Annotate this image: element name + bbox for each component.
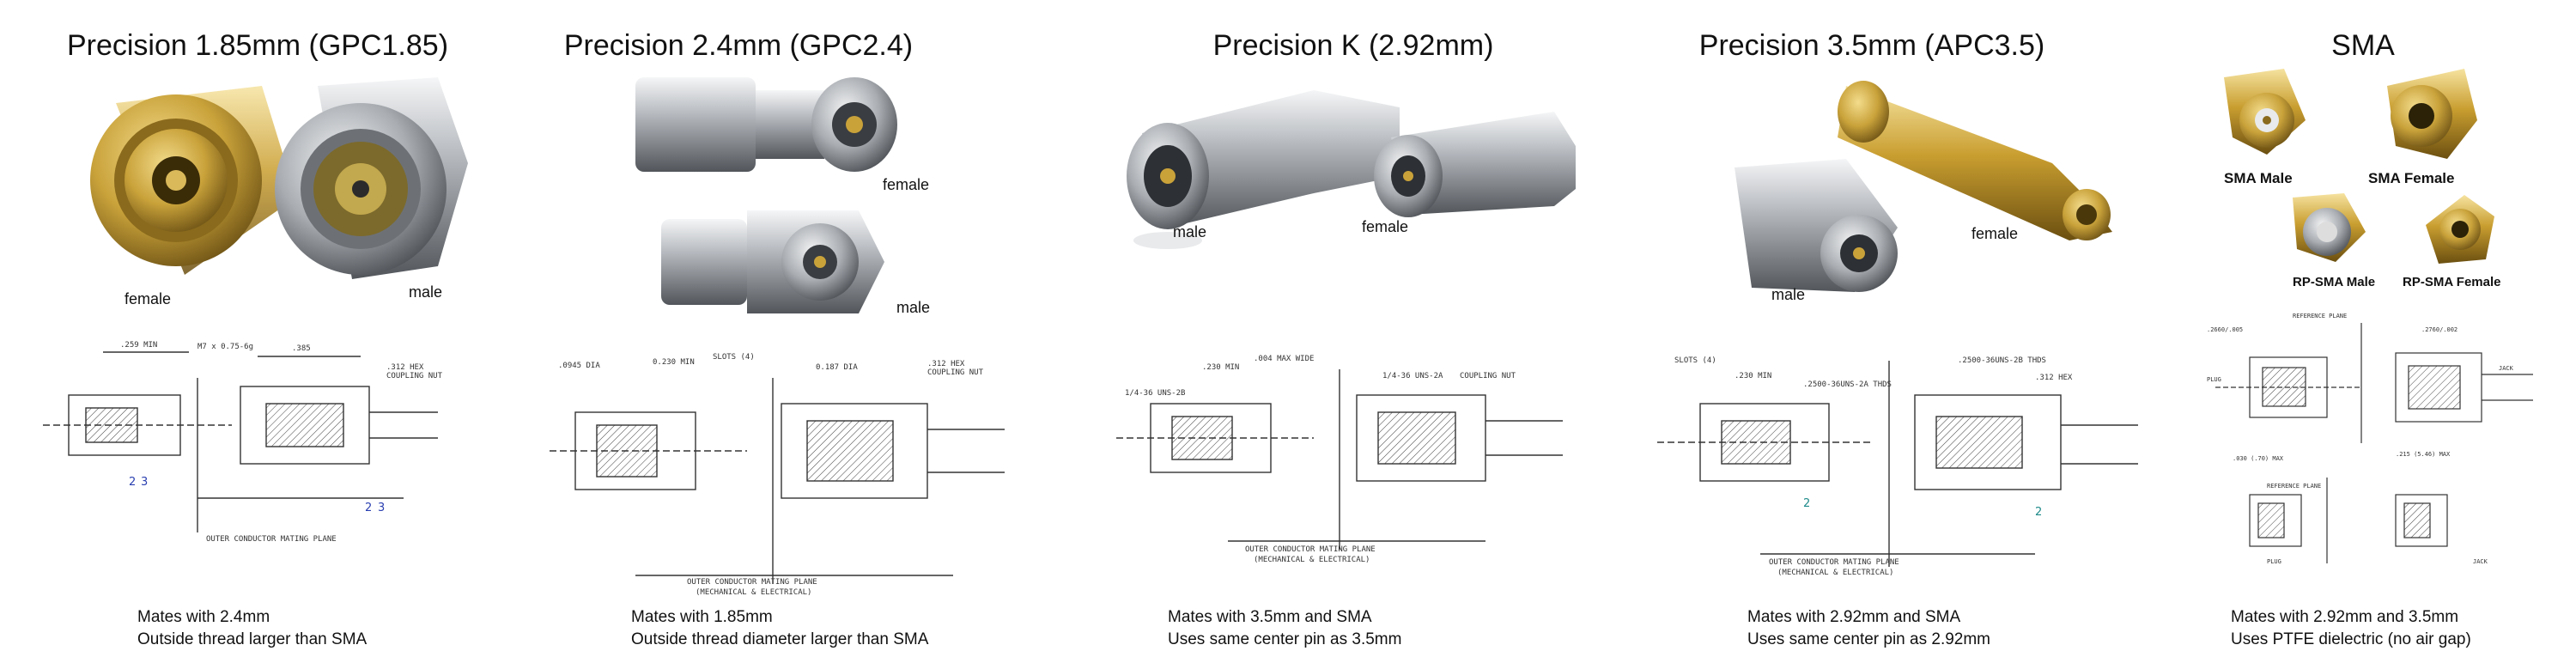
svg-text:.004 MAX WIDE: .004 MAX WIDE <box>1254 355 1314 363</box>
svg-text:2: 2 <box>1803 497 1810 510</box>
svg-text:.230 MIN: .230 MIN <box>1735 372 1771 380</box>
steel-connector-icon <box>1357 94 1580 232</box>
svg-text:1/4-36 UNS-2B: 1/4-36 UNS-2B <box>1125 389 1185 398</box>
svg-text:2: 2 <box>129 476 136 489</box>
svg-text:COUPLING NUT: COUPLING NUT <box>386 372 443 380</box>
connector-caption: Mates with 2.92mm and 3.5mm Uses PTFE di… <box>2231 606 2471 651</box>
connector-column-2-4mm: Precision 2.4mm (GPC2.4) female male <box>524 0 1056 648</box>
svg-text:.230 MIN: .230 MIN <box>1202 363 1239 372</box>
photo-label-female: female <box>125 290 172 307</box>
svg-text:JACK: JACK <box>2499 365 2514 372</box>
technical-drawing-icon: .0945 DIA 0.230 MIN SLOTS (4) 0.187 DIA … <box>524 326 1056 601</box>
svg-text:.2760/.002: .2760/.002 <box>2421 326 2458 333</box>
gold-connector-icon <box>2215 60 2310 163</box>
caption-line-2: Uses same center pin as 2.92mm <box>1747 630 1991 648</box>
svg-text:.0945 DIA: .0945 DIA <box>558 362 600 370</box>
caption-line-1: Mates with 2.4mm <box>137 608 270 626</box>
svg-text:OUTER CONDUCTOR MATING PLANE: OUTER CONDUCTOR MATING PLANE <box>1245 545 1376 554</box>
steel-connector-icon <box>627 60 902 189</box>
photo-label-female: female <box>1362 218 1409 235</box>
svg-text:(MECHANICAL & ELECTRICAL): (MECHANICAL & ELECTRICAL) <box>1254 556 1370 564</box>
caption-line-1: Mates with 1.85mm <box>631 608 773 626</box>
svg-text:.312 HEX: .312 HEX <box>386 363 424 372</box>
connector-title: Precision 2.4mm (GPC2.4) <box>563 29 914 62</box>
steel-connector-icon <box>266 69 472 292</box>
photo-label-male: male <box>1771 286 1806 303</box>
svg-text:OUTER CONDUCTOR MATING PLANE: OUTER CONDUCTOR MATING PLANE <box>1769 558 1899 567</box>
photo-label-male: male <box>1173 223 1207 240</box>
gold-connector-icon <box>1829 60 2121 240</box>
connector-column-3-5mm: Precision 3.5mm (APC3.5) female male <box>1631 0 2164 648</box>
connector-caption: Mates with 3.5mm and SMA Uses same cente… <box>1168 606 1401 651</box>
svg-text:.030 (.70) MAX: .030 (.70) MAX <box>2233 455 2284 462</box>
svg-text:M7 x 0.75-6g: M7 x 0.75-6g <box>197 343 253 351</box>
caption-line-2: Uses PTFE dielectric (no air gap) <box>2231 630 2471 648</box>
caption-line-1: Mates with 2.92mm and 3.5mm <box>2231 608 2459 626</box>
technical-drawing-icon: REFERENCE PLANE .2660/.005 .2760/.002 PL… <box>2198 306 2559 589</box>
gold-connector-icon <box>2413 191 2499 268</box>
steel-connector-icon <box>1116 73 1408 253</box>
svg-text:.2500-36UNS-2A THDS: .2500-36UNS-2A THDS <box>1803 380 1892 389</box>
svg-text:PLUG: PLUG <box>2207 376 2221 383</box>
svg-text:JACK: JACK <box>2473 558 2488 565</box>
steel-connector-icon <box>1717 150 1906 296</box>
connector-title: Precision 3.5mm (APC3.5) <box>1698 29 2045 62</box>
connector-caption: Mates with 2.4mm Outside thread larger t… <box>137 606 367 651</box>
photo-label-male: male <box>409 283 443 301</box>
gold-connector-icon <box>2284 189 2370 266</box>
caption-line-2: Outside thread larger than SMA <box>137 630 368 648</box>
caption-line-2: Uses same center pin as 3.5mm <box>1168 630 1402 648</box>
connector-caption: Mates with 2.92mm and SMA Uses same cent… <box>1747 606 1990 651</box>
photo-label-sma-male: SMA Male <box>2224 170 2293 186</box>
svg-text:(MECHANICAL & ELECTRICAL): (MECHANICAL & ELECTRICAL) <box>1777 569 1893 577</box>
svg-text:2: 2 <box>2035 506 2042 519</box>
photo-label-rp-sma-female: RP-SMA Female <box>2403 275 2501 289</box>
svg-text:0.187 DIA: 0.187 DIA <box>816 363 858 372</box>
svg-text:REFERENCE PLANE: REFERENCE PLANE <box>2267 483 2321 490</box>
svg-text:OUTER CONDUCTOR MATING PLANE: OUTER CONDUCTOR MATING PLANE <box>206 535 337 544</box>
steel-connector-icon <box>653 198 910 326</box>
photo-label-sma-female: SMA Female <box>2368 170 2455 186</box>
caption-line-1: Mates with 3.5mm and SMA <box>1168 608 1372 626</box>
connector-title: SMA <box>2331 29 2395 62</box>
svg-text:(MECHANICAL & ELECTRICAL): (MECHANICAL & ELECTRICAL) <box>696 588 811 597</box>
photo-label-female: female <box>1971 225 2019 242</box>
connector-caption: Mates with 1.85mm Outside thread diamete… <box>631 606 928 651</box>
photo-label-female: female <box>883 176 930 193</box>
svg-text:.2660/.005: .2660/.005 <box>2207 326 2243 333</box>
svg-text:SLOTS (4): SLOTS (4) <box>1674 356 1716 365</box>
connector-column-1-85mm: Precision 1.85mm (GPC1.85) female male <box>34 0 481 648</box>
svg-text:.385: .385 <box>292 344 311 353</box>
svg-text:.312 HEX: .312 HEX <box>2035 374 2073 382</box>
connector-column-2-92mm: Precision K (2.92mm) male female <box>1099 0 1614 648</box>
technical-drawing-icon: .259 MIN M7 x 0.75-6g .385 .312 HEX COUP… <box>34 326 481 550</box>
gold-connector-icon <box>82 69 305 292</box>
technical-drawing-icon: 1/4-36 UNS-2B .230 MIN .004 MAX WIDE 1/4… <box>1099 326 1614 584</box>
technical-drawing-icon: SLOTS (4) .230 MIN .2500-36UNS-2A THDS .… <box>1631 326 2164 584</box>
gold-connector-icon <box>2370 60 2482 163</box>
svg-text:OUTER CONDUCTOR MATING PLANE: OUTER CONDUCTOR MATING PLANE <box>687 578 817 587</box>
svg-text:REFERENCE PLANE: REFERENCE PLANE <box>2293 313 2347 319</box>
svg-text:.2500-36UNS-2B THDS: .2500-36UNS-2B THDS <box>1958 356 2046 365</box>
connector-title: Precision 1.85mm (GPC1.85) <box>66 29 449 62</box>
svg-text:COUPLING NUT: COUPLING NUT <box>927 368 984 377</box>
svg-text:SLOTS (4): SLOTS (4) <box>713 353 755 362</box>
svg-text:3: 3 <box>378 502 385 514</box>
svg-text:3: 3 <box>141 476 148 489</box>
svg-text:COUPLING NUT: COUPLING NUT <box>1460 372 1516 380</box>
svg-text:2: 2 <box>365 502 372 514</box>
svg-text:.259 MIN: .259 MIN <box>120 341 157 350</box>
connector-column-sma: SMA SMA Male SMA Female RP-SMA Male R <box>2198 0 2559 648</box>
caption-line-2: Outside thread diameter larger than SMA <box>631 630 929 648</box>
svg-text:1/4-36 UNS-2A: 1/4-36 UNS-2A <box>1382 372 1443 380</box>
caption-line-1: Mates with 2.92mm and SMA <box>1747 608 1961 626</box>
svg-text:.215 (5.46) MAX: .215 (5.46) MAX <box>2396 451 2451 458</box>
svg-text:0.230 MIN: 0.230 MIN <box>653 358 695 367</box>
photo-label-male: male <box>896 299 931 316</box>
photo-label-rp-sma-male: RP-SMA Male <box>2293 275 2376 289</box>
connector-title: Precision K (2.92mm) <box>1212 29 1494 62</box>
svg-text:PLUG: PLUG <box>2267 558 2281 565</box>
svg-text:.312 HEX: .312 HEX <box>927 360 965 368</box>
